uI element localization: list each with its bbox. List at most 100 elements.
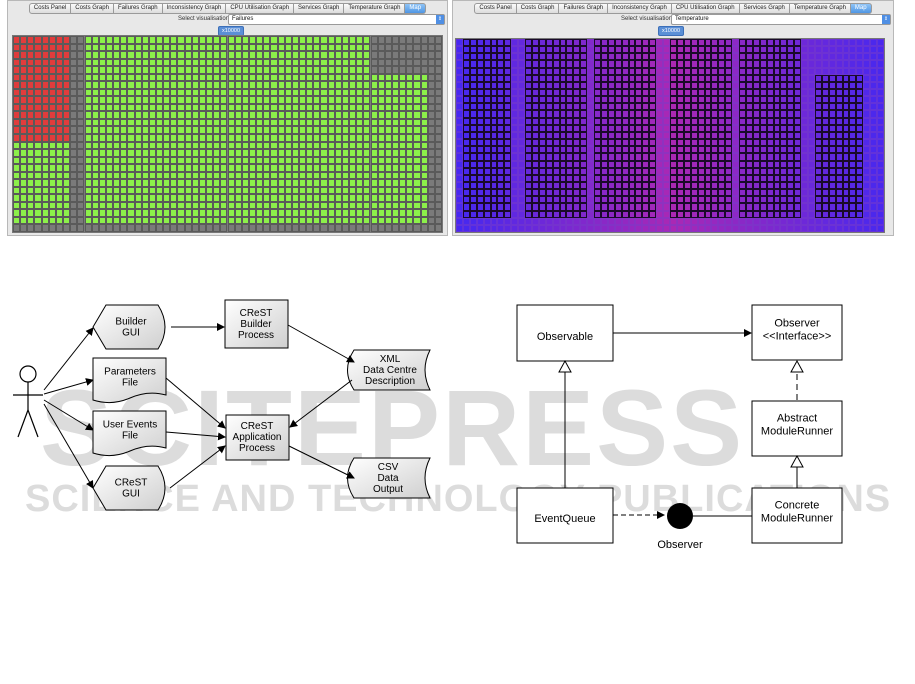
heat-cell bbox=[856, 196, 864, 204]
server-cell bbox=[20, 126, 28, 134]
heat-cell bbox=[814, 89, 822, 97]
heat-cell bbox=[828, 110, 836, 118]
heat-cell bbox=[725, 117, 733, 125]
heat-cell bbox=[476, 39, 484, 47]
server-cell bbox=[91, 179, 99, 187]
server-cell bbox=[148, 201, 156, 210]
heat-cell bbox=[545, 60, 553, 68]
heat-cell bbox=[607, 96, 615, 104]
server-cell bbox=[256, 224, 264, 232]
visualisation-select[interactable]: Temperature ⇕ bbox=[671, 14, 891, 25]
server-cell bbox=[198, 118, 207, 127]
server-cell bbox=[391, 156, 400, 165]
heat-cell bbox=[552, 167, 560, 175]
visualisation-select[interactable]: Failures ⇕ bbox=[228, 14, 445, 25]
heat-cell bbox=[690, 181, 698, 190]
tab-failures-graph[interactable]: Failures Graph bbox=[113, 3, 163, 14]
server-cell bbox=[284, 134, 292, 142]
heat-cell bbox=[814, 60, 822, 68]
server-cell bbox=[84, 118, 92, 127]
server-cell bbox=[370, 126, 378, 134]
heat-cell bbox=[628, 81, 636, 90]
tab-map[interactable]: Map bbox=[405, 3, 427, 14]
zoom-button[interactable]: x10000 bbox=[658, 26, 685, 36]
server-cell bbox=[105, 156, 114, 165]
heat-cell bbox=[863, 153, 871, 161]
heat-cell bbox=[766, 196, 774, 204]
heat-cell bbox=[856, 203, 864, 211]
heat-cell bbox=[835, 67, 843, 75]
server-cell bbox=[327, 201, 335, 210]
server-cell bbox=[413, 58, 421, 67]
server-cell bbox=[98, 73, 106, 82]
heat-cell bbox=[594, 74, 601, 82]
tab-costs-graph[interactable]: Costs Graph bbox=[71, 3, 114, 14]
heat-cell bbox=[752, 217, 760, 225]
tab-services-graph[interactable]: Services Graph bbox=[294, 3, 345, 14]
server-cell bbox=[427, 134, 435, 142]
server-cell bbox=[77, 36, 85, 44]
tab-cpu-utilisation-graph[interactable]: CPU Utilisation Graph bbox=[671, 3, 740, 14]
heat-cell bbox=[718, 89, 726, 97]
heat-cell bbox=[456, 210, 463, 218]
heat-cell bbox=[842, 203, 850, 211]
server-cell bbox=[434, 164, 442, 172]
heat-cell bbox=[497, 153, 505, 161]
server-cell bbox=[377, 134, 385, 142]
heat-cell bbox=[856, 60, 864, 68]
tab-temperature-graph[interactable]: Temperature Graph bbox=[344, 3, 406, 14]
heat-cell bbox=[635, 89, 643, 97]
server-cell bbox=[291, 134, 299, 142]
tab-inconsistency-graph[interactable]: Inconsistency Graph bbox=[608, 3, 672, 14]
heat-cell bbox=[863, 139, 871, 147]
server-cell bbox=[391, 179, 400, 187]
tab-inconsistency-graph[interactable]: Inconsistency Graph bbox=[162, 3, 227, 14]
server-cell bbox=[127, 194, 135, 202]
heat-cell bbox=[814, 203, 822, 211]
heat-cell bbox=[490, 224, 498, 232]
server-cell bbox=[177, 58, 185, 67]
tab-map[interactable]: Map bbox=[850, 3, 872, 14]
server-cell bbox=[334, 66, 342, 74]
tab-failures-graph[interactable]: Failures Graph bbox=[559, 3, 609, 14]
heat-cell bbox=[531, 210, 539, 218]
server-cell bbox=[141, 73, 149, 82]
server-cell bbox=[270, 179, 278, 187]
heat-cell bbox=[856, 89, 864, 97]
server-cell bbox=[299, 81, 307, 89]
heat-cell bbox=[801, 210, 809, 218]
heat-cell bbox=[856, 217, 864, 225]
server-cell bbox=[277, 36, 285, 44]
server-cell bbox=[327, 88, 335, 97]
heat-cell bbox=[663, 131, 670, 140]
server-cell bbox=[313, 111, 321, 119]
server-cell bbox=[299, 51, 307, 59]
tab-costs-panel[interactable]: Costs Panel bbox=[474, 3, 517, 14]
heat-cell bbox=[559, 181, 567, 190]
server-cell bbox=[213, 156, 221, 165]
tab-services-graph[interactable]: Services Graph bbox=[739, 3, 790, 14]
server-cell bbox=[113, 88, 121, 97]
server-cell bbox=[206, 149, 214, 157]
heat-cell bbox=[497, 117, 505, 125]
heat-cell bbox=[676, 124, 684, 132]
tab-temperature-graph[interactable]: Temperature Graph bbox=[789, 3, 851, 14]
server-cell bbox=[163, 171, 171, 180]
tab-costs-graph[interactable]: Costs Graph bbox=[516, 3, 560, 14]
heat-cell bbox=[877, 224, 884, 232]
heat-cell bbox=[821, 60, 829, 68]
heat-cell bbox=[732, 181, 740, 190]
tab-costs-panel[interactable]: Costs Panel bbox=[28, 3, 72, 14]
server-cell bbox=[363, 36, 371, 44]
server-cell bbox=[191, 194, 199, 202]
heat-cell bbox=[462, 124, 470, 132]
server-cell bbox=[277, 73, 285, 82]
heat-cell bbox=[656, 60, 664, 68]
server-cell bbox=[13, 171, 21, 180]
server-cell bbox=[63, 118, 71, 127]
tab-cpu-utilisation-graph[interactable]: CPU Utilisation Graph bbox=[226, 3, 295, 14]
heat-cell bbox=[594, 60, 601, 68]
heat-cell bbox=[863, 167, 871, 175]
heat-cell bbox=[801, 103, 809, 111]
